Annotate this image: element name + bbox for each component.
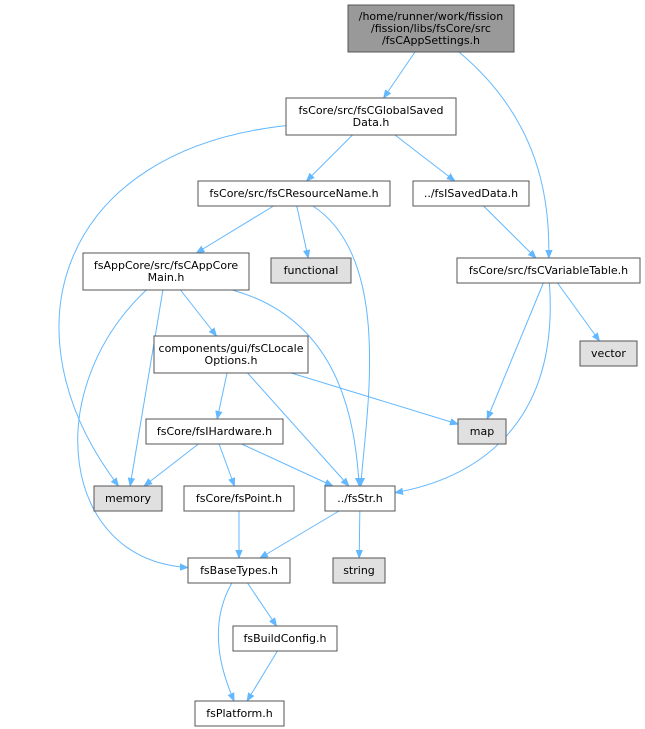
edge-fsIHardware-to-fsStr bbox=[241, 443, 333, 487]
node-box-fsBaseTypes bbox=[187, 557, 291, 584]
node-label-string-0: string bbox=[343, 564, 375, 577]
edge-fsCAppSettings-to-fsCVariableTable bbox=[458, 51, 549, 258]
node-label-fsCAppSettings-2: /fsCAppSettings.h bbox=[382, 34, 480, 47]
node-label-fsPoint-0: fsCore/fsPoint.h bbox=[196, 492, 282, 505]
node-memory: memory bbox=[93, 485, 163, 512]
edge-fsStr-to-string bbox=[359, 510, 360, 558]
node-fsPlatform[interactable]: fsPlatform.h bbox=[194, 700, 285, 727]
node-label-memory-0: memory bbox=[105, 492, 151, 505]
node-fsISavedData[interactable]: ../fsISavedData.h bbox=[412, 180, 530, 207]
node-box-fsISavedData bbox=[412, 180, 530, 207]
node-box-functional bbox=[270, 257, 352, 284]
node-fsBaseTypes[interactable]: fsBaseTypes.h bbox=[187, 557, 291, 584]
node-box-map bbox=[457, 418, 507, 445]
edge-fsCAppCoreMain-to-fsCLocaleOptions bbox=[180, 289, 216, 336]
edge-fsCResourceName-to-functional bbox=[296, 205, 308, 258]
node-box-memory bbox=[93, 485, 163, 512]
node-label-fsBuildConfig-0: fsBuildConfig.h bbox=[244, 632, 327, 645]
node-box-fsStr bbox=[324, 485, 396, 512]
edge-fsCResourceName-to-fsCAppCoreMain bbox=[196, 205, 274, 253]
node-label-map-0: map bbox=[470, 425, 494, 438]
node-map: map bbox=[457, 418, 507, 445]
node-label-fsIHardware-0: fsCore/fsIHardware.h bbox=[157, 425, 272, 438]
node-fsPoint[interactable]: fsCore/fsPoint.h bbox=[183, 485, 295, 512]
node-label-fsCVariableTable-0: fsCore/src/fsCVariableTable.h bbox=[469, 264, 628, 277]
node-label-fsCAppSettings-0: /home/runner/work/fission bbox=[359, 10, 504, 23]
node-string: string bbox=[332, 557, 386, 584]
nodes-layer: /home/runner/work/fission/fission/libs/f… bbox=[82, 4, 641, 727]
edge-fsCVariableTable-to-vector bbox=[557, 282, 600, 341]
node-label-fsCGlobalSavedData-1: Data.h bbox=[353, 116, 390, 129]
node-label-fsBaseTypes-0: fsBaseTypes.h bbox=[200, 564, 278, 577]
node-fsStr[interactable]: ../fsStr.h bbox=[324, 485, 396, 512]
node-box-fsCVariableTable bbox=[456, 257, 641, 284]
node-label-fsStr-0: ../fsStr.h bbox=[337, 492, 383, 505]
edge-fsIHardware-to-fsPoint bbox=[218, 443, 234, 486]
node-functional: functional bbox=[270, 257, 352, 284]
node-box-fsIHardware bbox=[145, 418, 284, 445]
edge-fsCLocaleOptions-to-fsStr bbox=[247, 372, 349, 486]
node-label-fsCAppCoreMain-0: fsAppCore/src/fsCAppCore bbox=[94, 259, 238, 272]
edge-fsBaseTypes-to-fsBuildConfig bbox=[247, 582, 276, 626]
node-box-fsCLocaleOptions bbox=[153, 335, 309, 374]
edge-fsCAppCoreMain-to-memory bbox=[130, 289, 164, 486]
edges-layer bbox=[58, 51, 600, 701]
edge-fsCVariableTable-to-fsStr bbox=[395, 282, 551, 493]
node-label-fsCAppCoreMain-1: Main.h bbox=[148, 271, 185, 284]
edge-fsBaseTypes-to-fsPlatform bbox=[217, 582, 235, 701]
node-box-vector bbox=[579, 340, 638, 367]
node-box-fsCResourceName bbox=[197, 180, 391, 207]
edge-fsCLocaleOptions-to-fsIHardware bbox=[217, 372, 228, 419]
node-label-fsCLocaleOptions-0: components/gui/fsCLocale bbox=[159, 342, 304, 355]
node-label-fsISavedData-0: ../fsISavedData.h bbox=[424, 187, 518, 200]
node-fsCAppSettings[interactable]: /home/runner/work/fission/fission/libs/f… bbox=[347, 4, 515, 53]
edge-fsBuildConfig-to-fsPlatform bbox=[247, 650, 278, 701]
node-box-fsCGlobalSavedData bbox=[285, 97, 457, 136]
edge-fsCAppCoreMain-to-fsStr bbox=[232, 289, 359, 486]
node-label-vector-0: vector bbox=[591, 347, 626, 360]
edge-fsCResourceName-to-fsStr bbox=[312, 205, 371, 486]
node-label-fsPlatform-0: fsPlatform.h bbox=[206, 707, 272, 720]
node-box-fsCAppCoreMain bbox=[82, 252, 250, 291]
node-label-fsCGlobalSavedData-0: fsCore/src/fsCGlobalSaved bbox=[299, 104, 444, 117]
edge-fsCGlobalSavedData-to-fsCResourceName bbox=[307, 134, 353, 181]
edge-fsIHardware-to-memory bbox=[144, 443, 199, 486]
edge-fsISavedData-to-fsCVariableTable bbox=[483, 205, 536, 258]
node-box-fsCAppSettings bbox=[347, 4, 515, 53]
node-label-fsCResourceName-0: fsCore/src/fsCResourceName.h bbox=[209, 187, 378, 200]
edge-fsCAppSettings-to-fsCGlobalSavedData bbox=[384, 51, 416, 98]
node-box-fsPoint bbox=[183, 485, 295, 512]
node-label-functional-0: functional bbox=[284, 264, 339, 277]
edge-fsCLocaleOptions-to-map bbox=[291, 372, 458, 424]
node-box-fsPlatform bbox=[194, 700, 285, 727]
edge-fsCGlobalSavedData-to-fsISavedData bbox=[394, 134, 455, 181]
edge-fsCAppCoreMain-to-fsBaseTypes bbox=[77, 289, 188, 568]
node-fsBuildConfig[interactable]: fsBuildConfig.h bbox=[232, 625, 338, 652]
node-fsCVariableTable[interactable]: fsCore/src/fsCVariableTable.h bbox=[456, 257, 641, 284]
edge-fsStr-to-fsBaseTypes bbox=[260, 510, 340, 558]
node-label-fsCAppSettings-1: /fission/libs/fsCore/src bbox=[371, 22, 491, 35]
node-fsIHardware[interactable]: fsCore/fsIHardware.h bbox=[145, 418, 284, 445]
node-box-fsBuildConfig bbox=[232, 625, 338, 652]
node-box-string bbox=[332, 557, 386, 584]
node-vector: vector bbox=[579, 340, 638, 367]
node-fsCResourceName[interactable]: fsCore/src/fsCResourceName.h bbox=[197, 180, 391, 207]
edge-fsCVariableTable-to-map bbox=[486, 282, 544, 419]
node-label-fsCLocaleOptions-1: Options.h bbox=[205, 354, 258, 367]
